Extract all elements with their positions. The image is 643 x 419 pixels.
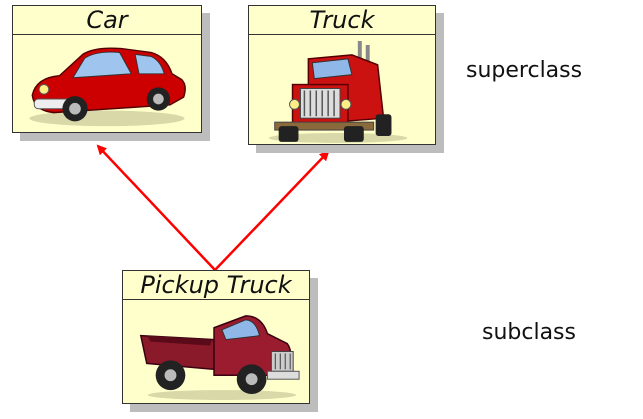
- superclass-label: superclass: [466, 58, 583, 83]
- class-box-truck[interactable]: Truck: [248, 5, 436, 145]
- subclass-label: subclass: [482, 320, 576, 345]
- maroon-pickup-truck-icon: [123, 300, 309, 403]
- class-title-pickup-truck: Pickup Truck: [123, 271, 309, 300]
- red-car-icon: [13, 35, 201, 132]
- class-title-truck: Truck: [249, 6, 435, 35]
- class-box-pickup-truck[interactable]: Pickup Truck: [122, 270, 310, 404]
- class-title-car: Car: [13, 6, 201, 35]
- red-semi-truck-icon: [249, 35, 435, 144]
- arrow-pickup-to-car: [96, 144, 216, 271]
- arrow-pickup-to-truck: [214, 150, 330, 271]
- class-box-car[interactable]: Car: [12, 5, 202, 133]
